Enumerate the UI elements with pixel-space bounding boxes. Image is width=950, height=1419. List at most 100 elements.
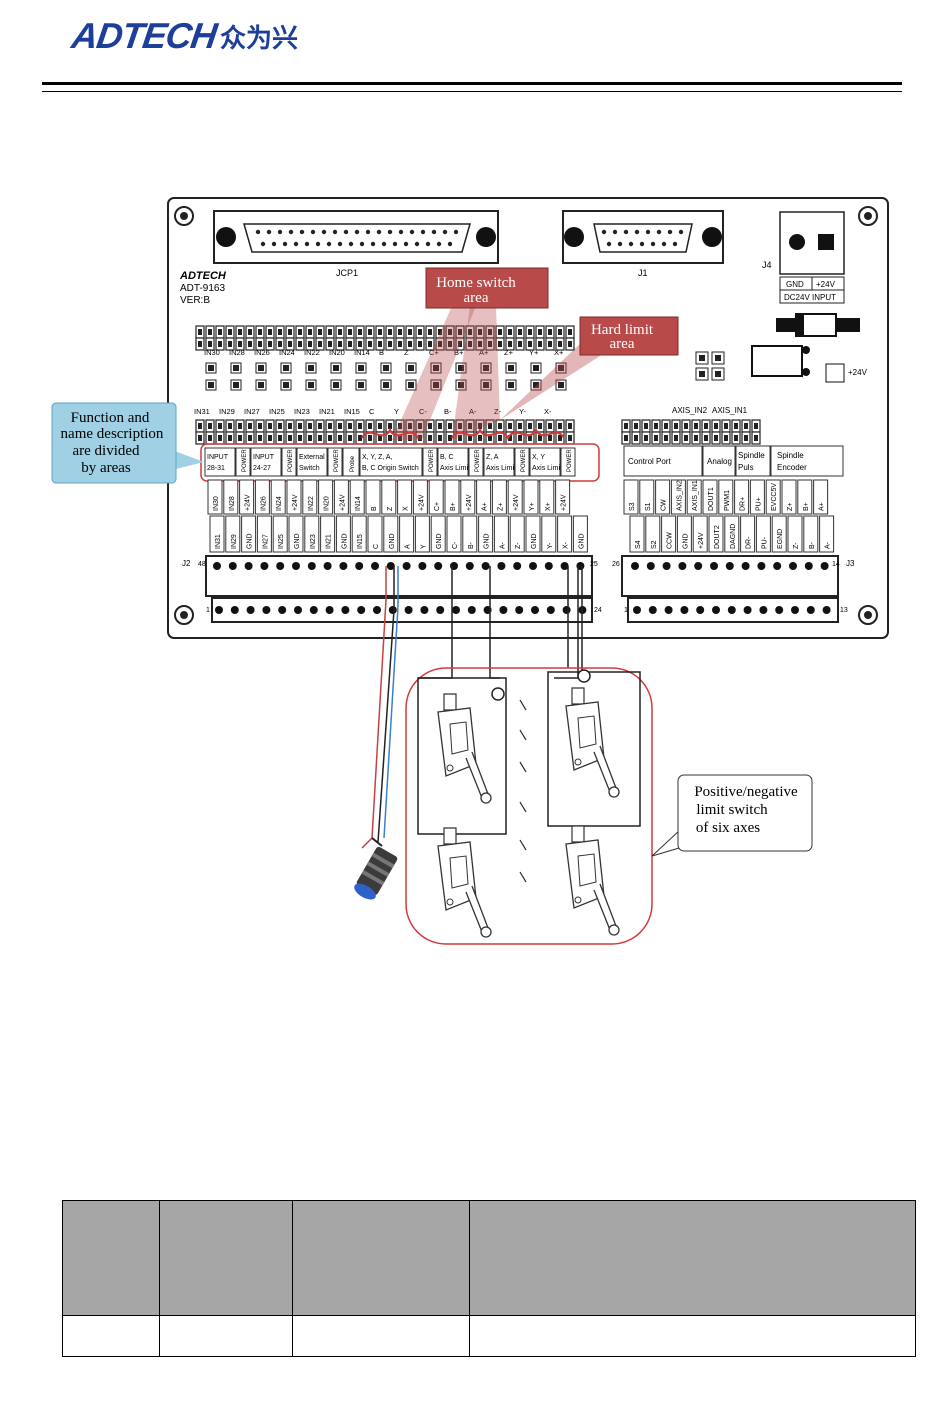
led-body <box>538 423 542 429</box>
led-body <box>248 435 252 441</box>
led-body <box>358 341 362 347</box>
jcp1-pin <box>255 229 261 235</box>
jcp1-pin <box>381 241 387 247</box>
switch-box-right <box>547 671 641 827</box>
pin-cell <box>803 515 819 553</box>
limit-switch-icon <box>565 687 620 798</box>
j1-connector: J1 <box>562 210 724 278</box>
pin-label: +24V <box>561 494 568 511</box>
pin-cell <box>270 479 286 515</box>
pin-cell <box>572 515 588 553</box>
pin-cell <box>493 515 509 553</box>
led-body <box>398 329 402 335</box>
pin-label: DAGND <box>730 524 737 549</box>
terminal-screw <box>743 606 752 614</box>
led-body <box>508 341 512 347</box>
wiring-diagram: JCP1 J1 J4 GND +24V DC24V INPUT +24V ADT… <box>51 197 889 945</box>
j1-pin <box>678 229 684 235</box>
terminal-screw <box>420 606 429 614</box>
led-body <box>714 423 718 429</box>
j4-label: J4 <box>762 260 772 270</box>
terminal-screw <box>648 606 657 614</box>
led-body <box>318 435 322 441</box>
chip-body <box>333 365 339 371</box>
table-cell <box>469 1315 916 1357</box>
pin-cell <box>381 479 397 515</box>
jcp1-pin <box>420 229 426 235</box>
pin-cell <box>304 515 320 553</box>
led-body <box>348 435 352 441</box>
chip-body <box>233 382 239 388</box>
led-body <box>558 329 562 335</box>
pin-cell <box>399 515 415 553</box>
pin-cell <box>629 515 645 553</box>
led-body <box>488 329 492 335</box>
terminal-screw <box>228 562 237 570</box>
led-body <box>358 435 362 441</box>
pin-cell <box>318 479 334 515</box>
pin-cell <box>509 515 525 553</box>
pin-cell <box>692 515 708 553</box>
callout-home-switch: Home switch area <box>361 267 565 441</box>
chip-body <box>699 371 705 377</box>
terminal-screw <box>276 562 285 570</box>
led-body <box>208 435 212 441</box>
input-label: Y+ <box>529 348 539 357</box>
table-header-cell <box>62 1200 160 1316</box>
led-body <box>634 423 638 429</box>
jcp1-pin <box>260 241 266 247</box>
jcp1-pin <box>348 241 354 247</box>
pin-label: DR- <box>746 536 753 549</box>
area-label: Switch <box>299 465 320 472</box>
led-arrays <box>195 325 761 445</box>
pin-label: GND <box>247 533 254 549</box>
jcp1-pin <box>431 229 437 235</box>
input-label: C+ <box>429 348 439 357</box>
pin-cell <box>349 479 365 515</box>
led-body <box>238 329 242 335</box>
led-body <box>624 423 628 429</box>
area-label: POWER <box>288 449 294 472</box>
chip-body <box>283 382 289 388</box>
terminal-screw <box>339 562 348 570</box>
led-body <box>518 435 522 441</box>
terminal-screw <box>467 606 476 614</box>
terminal-screw <box>725 562 734 570</box>
area-label: 24-27 <box>253 465 271 472</box>
led-body <box>358 329 362 335</box>
jcp1-pin <box>321 229 327 235</box>
led-body <box>568 329 572 335</box>
pin-cell <box>367 515 383 553</box>
led-body <box>528 423 532 429</box>
area-box <box>327 447 343 477</box>
terminal-screw <box>822 606 831 614</box>
input-label: IN26 <box>254 348 270 357</box>
terminal-screw <box>775 606 784 614</box>
terminal-screw <box>633 606 641 614</box>
pin-label: C <box>373 544 380 549</box>
led-body <box>378 329 382 335</box>
pin-label: Y <box>420 544 427 549</box>
led-body <box>538 341 542 347</box>
led-body <box>278 341 282 347</box>
pin-label: Y- <box>547 542 554 549</box>
pin-label: X+ <box>545 502 552 511</box>
jcp1-pin <box>447 241 453 247</box>
terminal-screw <box>759 606 768 614</box>
led-body <box>478 341 482 347</box>
pin-label: PU+ <box>755 497 762 511</box>
j2-pin-25: 25 <box>590 561 598 568</box>
led-body <box>744 423 748 429</box>
jcp1-pin <box>315 241 321 247</box>
led-body <box>228 341 232 347</box>
led-body <box>398 435 402 441</box>
led-body <box>398 341 402 347</box>
terminal-screw <box>386 562 395 570</box>
led-body <box>664 423 668 429</box>
led-body <box>218 341 222 347</box>
chip-body <box>358 365 364 371</box>
led-body <box>308 329 312 335</box>
led-body <box>518 329 522 335</box>
